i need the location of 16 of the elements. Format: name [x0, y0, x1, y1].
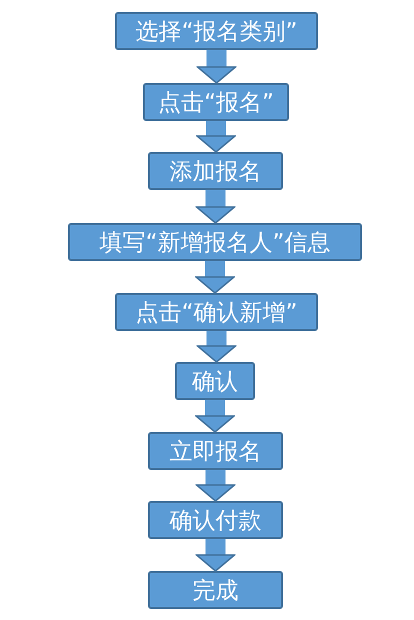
arrow — [195, 261, 235, 294]
process-box: 填写“新增报名人”信息 — [68, 223, 362, 261]
arrow — [196, 331, 236, 363]
process-box: 确认付款 — [148, 501, 283, 539]
process-box: 完成 — [148, 571, 283, 609]
arrow — [196, 50, 236, 84]
arrow — [195, 400, 235, 433]
arrow — [196, 190, 236, 224]
arrow — [196, 121, 236, 153]
process-box: 点击“确认新增” — [115, 293, 318, 331]
process-box: 确认 — [175, 362, 255, 400]
process-box: 点击“报名” — [143, 83, 289, 121]
process-box: 添加报名 — [148, 152, 283, 190]
process-box: 立即报名 — [148, 432, 283, 470]
arrow — [196, 539, 236, 572]
process-box: 选择“报名类别” — [115, 12, 318, 50]
